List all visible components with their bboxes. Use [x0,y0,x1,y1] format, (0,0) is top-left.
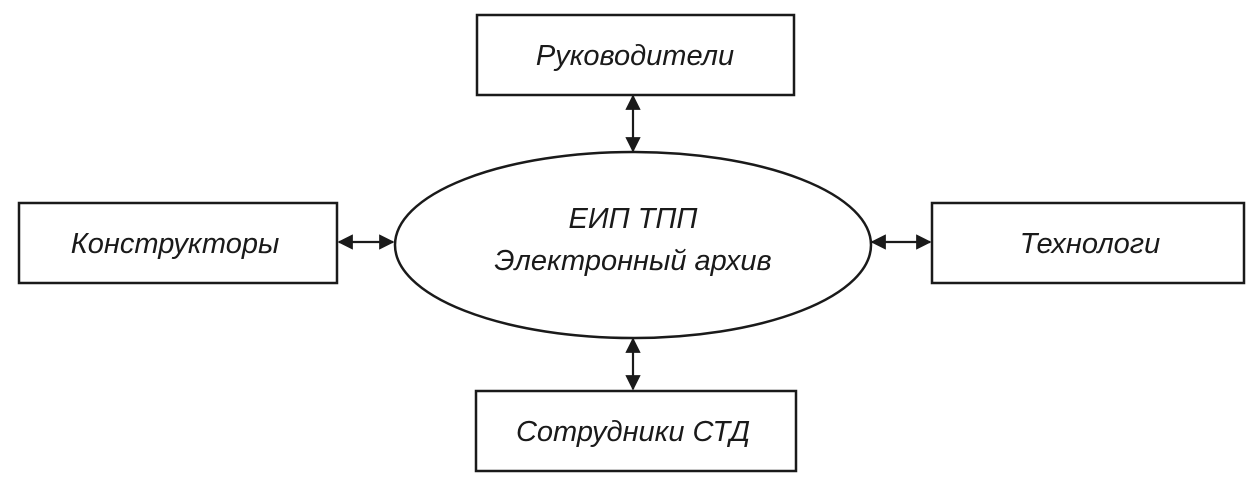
node-designers-label: Конструкторы [71,228,280,260]
node-std-staff: Сотрудники СТД [474,389,798,473]
central-archive: ЕИП ТПП Электронный архив [393,150,873,340]
node-technologists-label: Технологи [1020,228,1160,260]
central-archive-subtitle: Электронный архив [494,245,771,277]
node-std-staff-label: Сотрудники СТД [516,416,750,448]
node-managers-label: Руководители [536,40,734,72]
node-managers: Руководители [475,13,796,97]
node-technologists: Технологи [930,201,1246,285]
central-archive-title: ЕИП ТПП [569,203,699,235]
node-designers: Конструкторы [17,201,339,285]
